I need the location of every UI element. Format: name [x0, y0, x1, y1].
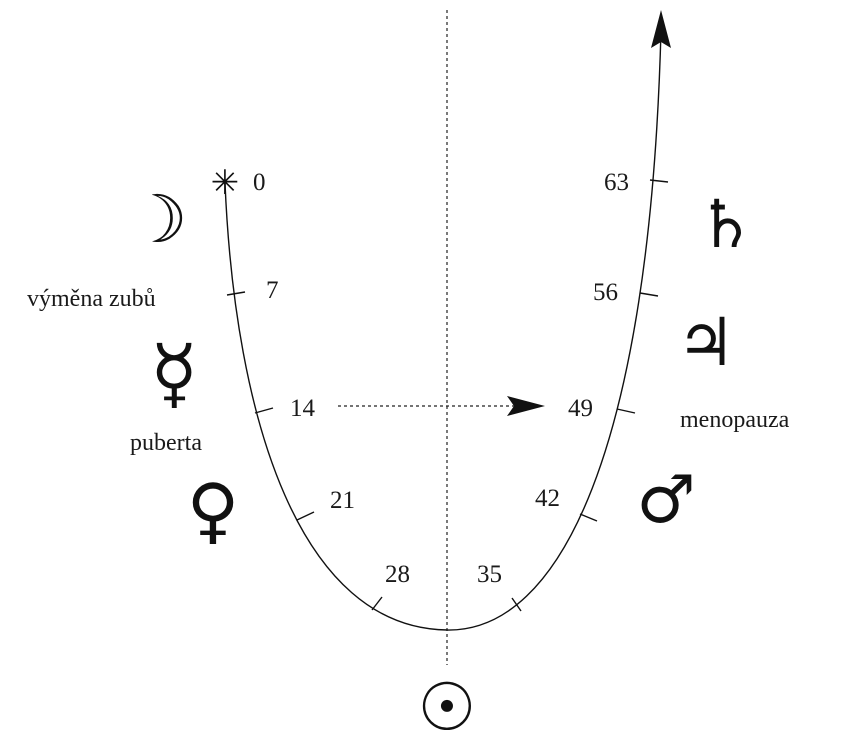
venus-icon: ♀ [187, 468, 240, 552]
age-35: 35 [477, 561, 502, 588]
age-42: 42 [535, 485, 560, 512]
tick-35 [511, 597, 522, 612]
jupiter-icon: ♃ [676, 304, 735, 381]
age-7: 7 [266, 277, 279, 304]
label-teeth-change: výměna zubů [27, 286, 156, 312]
label-menopause: menopauza [680, 407, 790, 433]
age-21: 21 [330, 487, 355, 514]
age-49: 49 [568, 395, 593, 422]
tick-28 [371, 596, 383, 611]
age-63: 63 [604, 169, 629, 196]
curve-arrowhead [651, 10, 671, 48]
moon-icon: ☽ [128, 181, 187, 258]
mirror-arrowhead [507, 396, 545, 416]
age-ticks [226, 179, 669, 612]
tick-49 [616, 408, 636, 414]
mercury-icon: ☿ [150, 329, 198, 419]
mars-icon: ♂ [636, 461, 695, 538]
age-56: 56 [593, 279, 618, 306]
tick-7 [226, 291, 246, 296]
label-puberty: puberta [130, 430, 202, 456]
age-14: 14 [290, 395, 316, 422]
birth-star-icon: ✳ [211, 163, 240, 203]
age-28: 28 [385, 561, 410, 588]
tick-42 [579, 513, 598, 522]
tick-14 [254, 407, 274, 414]
sun-icon: ☉ [417, 669, 476, 738]
age-0: 0 [253, 169, 266, 196]
tick-21 [296, 511, 315, 521]
saturn-icon: ♄ [696, 186, 755, 263]
tick-63 [649, 179, 669, 183]
life-curve [224, 29, 662, 631]
tick-56 [639, 292, 659, 297]
